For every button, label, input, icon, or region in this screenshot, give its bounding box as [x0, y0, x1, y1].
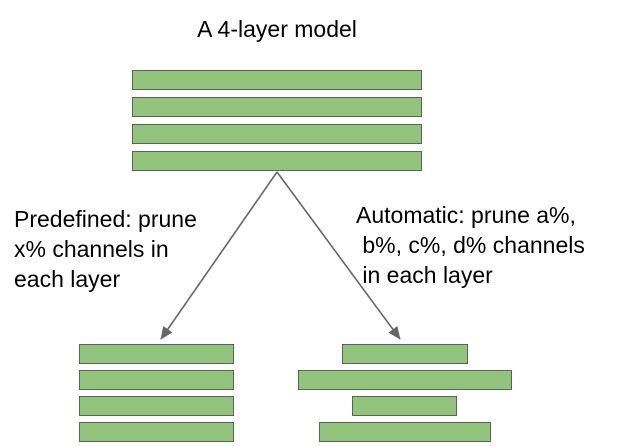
predefined-branch-label-line: each layer — [14, 266, 121, 292]
automatic-pruned-layer-bar — [352, 396, 457, 416]
original-model-layer-bar — [132, 124, 422, 144]
original-model-layer-bar — [132, 151, 422, 171]
predefined-branch-label-line: x% channels in — [14, 236, 169, 262]
automatic-branch-label-line: in each layer — [356, 262, 493, 288]
original-model-layer-bar — [132, 97, 422, 117]
automatic-branch-label-line: b%, c%, d% channels — [356, 232, 585, 258]
automatic-pruned-layer-bar — [319, 422, 491, 442]
automatic-branch-label: Automatic: prune a%, b%, c%, d% channels… — [356, 200, 585, 290]
automatic-pruned-layer-bar — [342, 344, 468, 364]
predefined-branch-label: Predefined: prune x% channels in each la… — [14, 204, 197, 294]
predefined-pruned-layer-bar — [79, 422, 234, 442]
automatic-branch-label-line: Automatic: prune a%, — [356, 202, 576, 228]
predefined-pruned-layer-bar — [79, 396, 234, 416]
predefined-branch-label-line: Predefined: prune — [14, 206, 197, 232]
diagram-title: A 4-layer model — [197, 16, 357, 42]
automatic-pruned-layer-bar — [298, 370, 512, 390]
original-model-layer-bar — [132, 70, 422, 90]
predefined-pruned-layer-bar — [79, 344, 234, 364]
predefined-pruned-layer-bar — [79, 370, 234, 390]
